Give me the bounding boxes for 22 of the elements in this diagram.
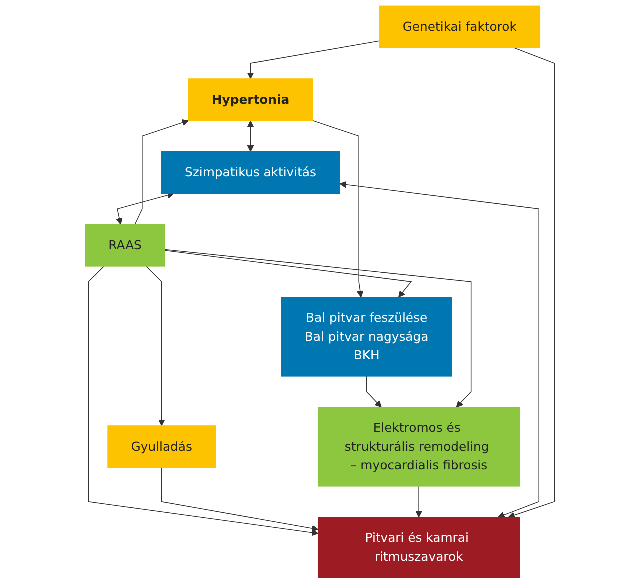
arrow xyxy=(164,249,472,408)
arrow xyxy=(134,120,189,225)
arrow xyxy=(416,486,422,518)
node-box: RAAS xyxy=(85,224,166,267)
arrow xyxy=(366,376,382,408)
arrow xyxy=(164,250,412,298)
arrow xyxy=(247,40,380,80)
arrow xyxy=(340,181,540,518)
node-box: Pitvari és kamrai ritmuszavarok xyxy=(318,517,520,578)
node-box: Gyulladás xyxy=(108,426,216,468)
arrow xyxy=(88,266,319,536)
node-box: Bal pitvar feszülése Bal pitvar nagysága BKH xyxy=(281,297,452,377)
arrow xyxy=(161,467,319,532)
arrow xyxy=(312,120,364,298)
arrow xyxy=(247,120,254,152)
arrow xyxy=(116,192,174,225)
node-box: Genetikai faktorok xyxy=(379,6,541,48)
node-box: Szimpatikus aktivitás xyxy=(161,151,340,194)
arrow xyxy=(508,48,555,519)
node-box: Elektromos és strukturális remodeling – myocardialis fibrosis xyxy=(318,407,520,487)
node-box: Hypertonia xyxy=(188,78,314,122)
arrow xyxy=(146,266,166,426)
